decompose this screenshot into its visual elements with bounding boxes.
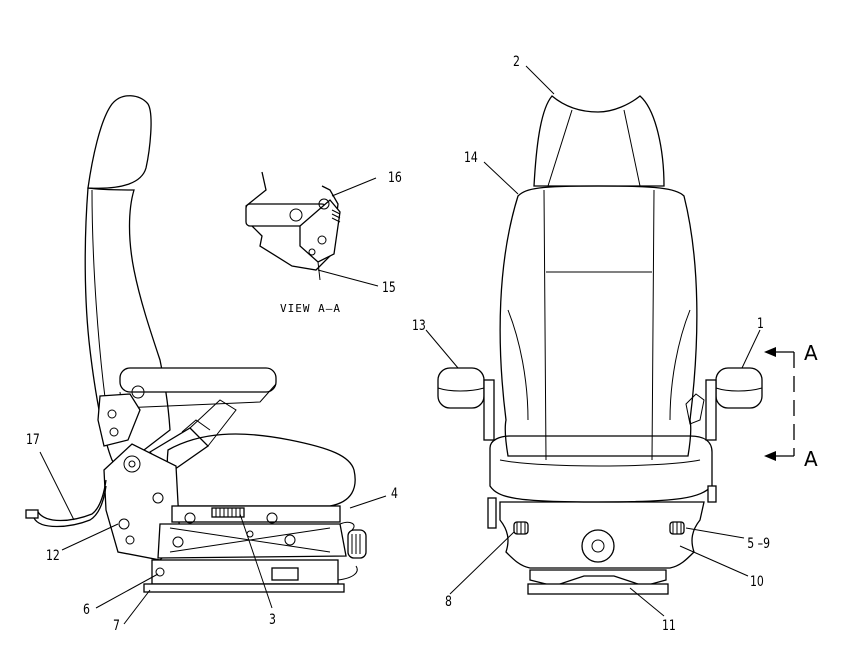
side-base-rail	[143, 583, 345, 593]
callout-7: 7	[113, 617, 120, 634]
section-mark-top: A	[804, 341, 818, 365]
view-aa-label: VIEW A–A	[280, 302, 341, 315]
side-headrest	[87, 95, 152, 189]
callout-11: 11	[662, 617, 676, 634]
front-armrest-right	[715, 367, 763, 409]
section-line-aa	[764, 347, 795, 461]
callout-15: 15	[382, 279, 396, 296]
callout-8: 8	[445, 593, 452, 610]
side-hinge-plate	[97, 393, 141, 447]
leader-lines	[39, 65, 761, 625]
side-view-seat	[25, 95, 367, 593]
side-slide-rail	[171, 505, 341, 523]
callout-12: 12	[46, 547, 60, 564]
front-suspension-boot	[499, 501, 705, 569]
section-mark-bottom: A	[804, 447, 818, 471]
front-backrest	[499, 185, 698, 457]
callout-3: 3	[269, 611, 276, 628]
front-base	[529, 569, 667, 587]
side-scissor-mechanism	[157, 523, 347, 559]
front-armrest-left	[437, 367, 485, 409]
side-adjust-knob	[347, 529, 367, 559]
callout-5-9: 5 –9	[747, 535, 770, 552]
callouts: 1 2 3 4 5 –9 6 7 8 10 11 12 13 14 15 16 …	[26, 53, 770, 634]
front-view-seat	[437, 95, 763, 595]
callout-4: 4	[391, 485, 398, 502]
callout-17: 17	[26, 431, 40, 448]
side-armrest	[119, 367, 277, 393]
side-base	[151, 559, 339, 585]
callout-14: 14	[464, 149, 478, 166]
callout-16: 16	[388, 169, 402, 186]
side-wire-harness	[33, 485, 107, 528]
view-aa-inset	[245, 171, 341, 281]
front-headrest	[533, 95, 665, 187]
callout-10: 10	[750, 573, 764, 590]
callout-2: 2	[513, 53, 520, 70]
callout-13: 13	[412, 317, 426, 334]
callout-1: 1	[757, 315, 764, 332]
front-seat-cushion	[489, 435, 713, 503]
callout-6: 6	[83, 601, 90, 618]
